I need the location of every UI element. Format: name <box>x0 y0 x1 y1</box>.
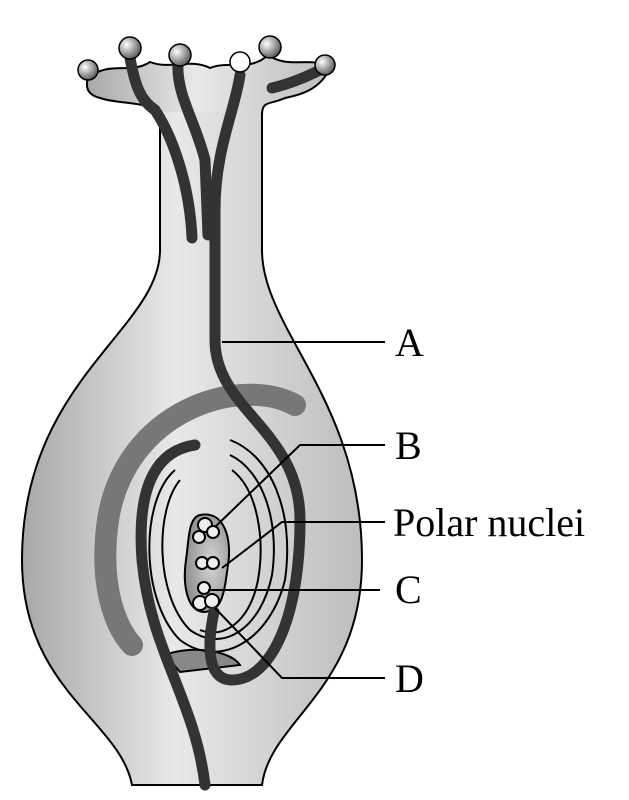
label-c: C <box>395 567 422 612</box>
label-b: B <box>395 423 422 468</box>
leader-lines <box>208 341 385 679</box>
pollen-grains <box>77 35 336 81</box>
label-a: A <box>395 320 424 365</box>
label-polar-nuclei: Polar nuclei <box>393 500 585 545</box>
pollen-tubes <box>124 52 326 791</box>
sac-cells <box>192 517 220 611</box>
outer-integument <box>94 383 306 656</box>
label-d: D <box>395 656 424 701</box>
